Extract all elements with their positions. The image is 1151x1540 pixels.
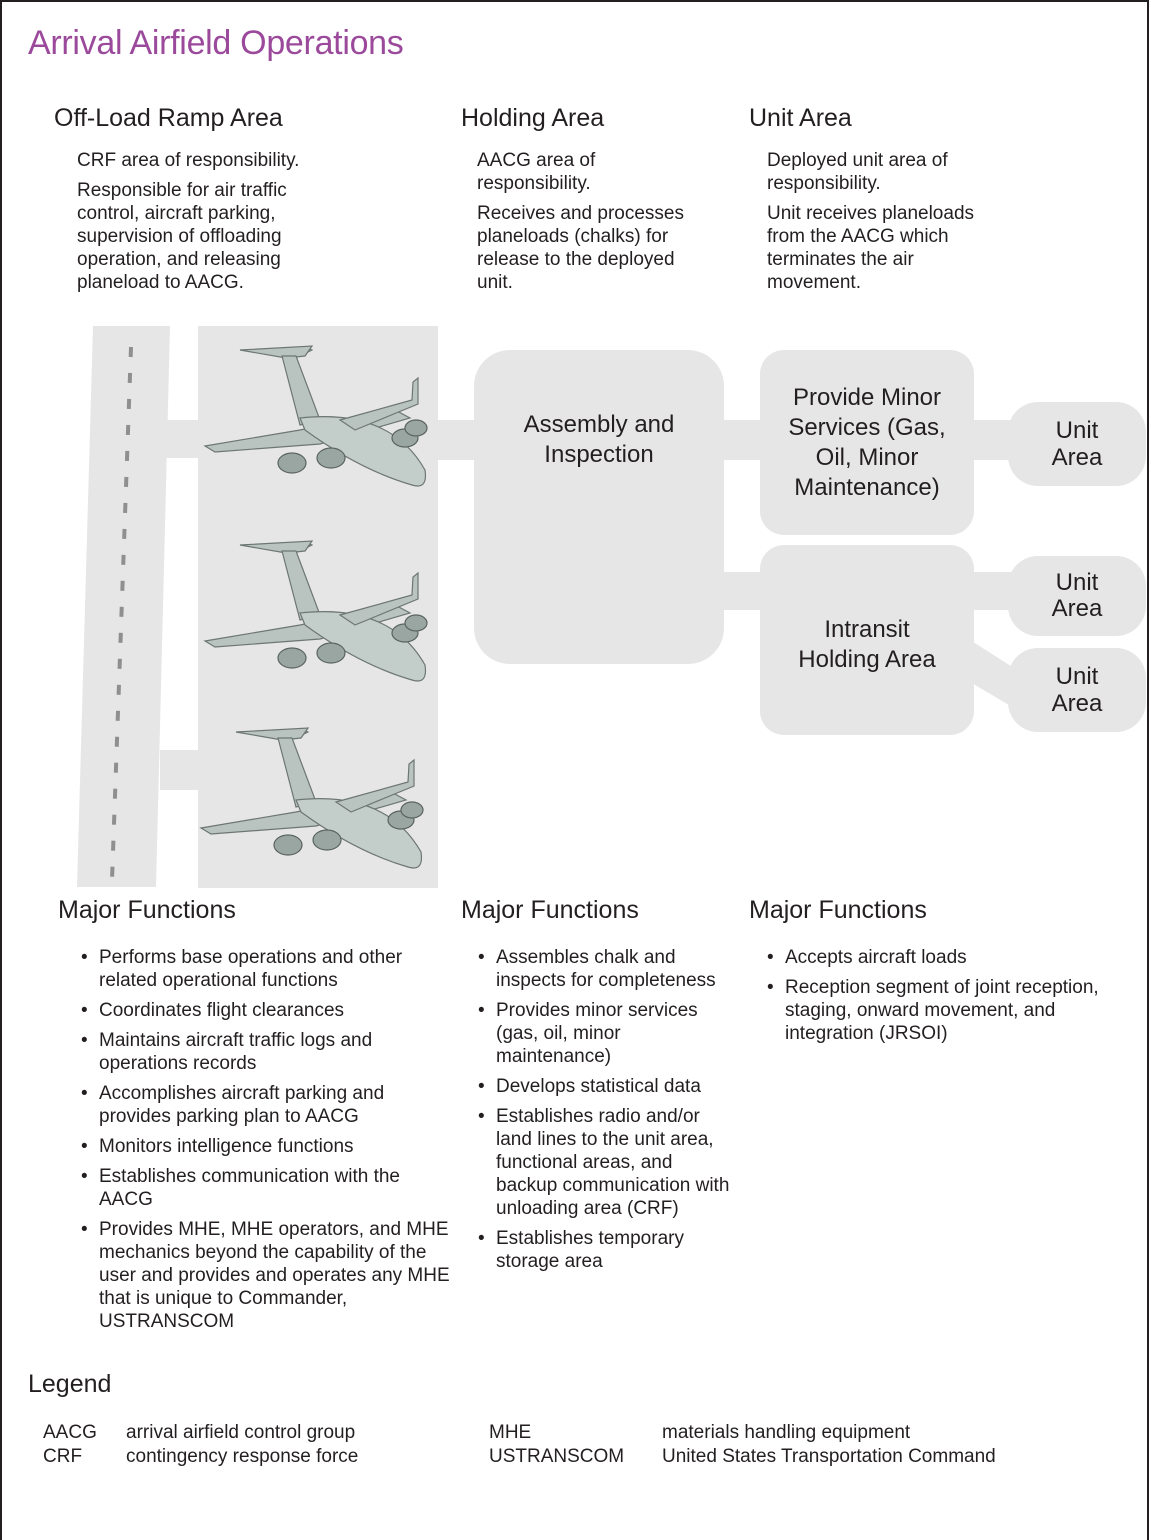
legend-abbr: MHE [489, 1422, 532, 1443]
ramp-to-assembly-connector [434, 420, 480, 460]
intransit-to-unit-connector [970, 640, 1014, 708]
unit-area-node-label: Unit Area [1051, 417, 1103, 471]
legend-meaning: materials handling equipment [662, 1422, 911, 1443]
runway [77, 326, 170, 887]
taxiway-connector [165, 420, 205, 458]
unit-area-node-2: Unit Area [1008, 556, 1146, 636]
list-item: Assembles chalk and inspects for complet… [476, 946, 734, 992]
unit-functions-heading: Major Functions [749, 896, 927, 924]
intransit-holding-label: Intransit Holding Area [798, 616, 936, 673]
legend-abbr: USTRANSCOM [489, 1446, 625, 1467]
list-item: Establishes temporary storage area [476, 1227, 734, 1273]
list-item: Coordinates flight clearances [79, 999, 455, 1022]
unit-area-description: Deployed unit area of responsibility. Un… [767, 149, 1007, 301]
offload-functions-heading: Major Functions [58, 896, 236, 924]
unit-area-responsibility: Deployed unit area of responsibility. [767, 150, 948, 194]
list-item: Performs base operations and other relat… [79, 946, 455, 992]
list-item: Establishes communication with the AACG [79, 1165, 455, 1211]
assembly-inspection-area: Assembly and Inspection [474, 350, 724, 664]
legend-abbr: CRF [43, 1446, 83, 1467]
list-item: Develops statistical data [476, 1075, 734, 1098]
holding-area-description: AACG area of responsibility. Receives an… [477, 149, 692, 301]
list-item: Reception segment of joint reception, st… [765, 976, 1143, 1045]
list-item: Accepts aircraft loads [765, 946, 1143, 969]
intransit-holding-area: Intransit Holding Area [760, 545, 974, 735]
minor-services-label: Provide Minor Services (Gas, Oil, Minor … [788, 383, 946, 501]
list-item: Establishes radio and/or land lines to t… [476, 1105, 734, 1220]
offload-ramp-heading: Off-Load Ramp Area [54, 104, 283, 132]
unit-area-duties: Unit receives planeloads from the AACG w… [767, 203, 975, 293]
assembly-inspection-label: Assembly and Inspection [523, 411, 675, 468]
unit-area-node-1: Unit Area [1008, 402, 1146, 486]
offload-ramp-duties: Responsible for air traffic control, air… [77, 180, 287, 293]
unit-area-node-3: Unit Area [1008, 648, 1146, 732]
page-title: Arrival Airfield Operations [28, 24, 404, 62]
legend-abbr: AACG [43, 1422, 97, 1443]
unit-area-node-label: Unit Area [1051, 663, 1103, 717]
legend-title: Legend [28, 1370, 112, 1398]
list-item: Monitors intelligence functions [79, 1135, 455, 1158]
aircraft-icon [203, 345, 428, 487]
holding-functions-list: Assembles chalk and inspects for complet… [476, 946, 734, 1280]
legend-meaning: arrival airfield control group [126, 1422, 356, 1443]
unit-area-node-label: Unit Area [1051, 569, 1103, 622]
unit-area-heading: Unit Area [749, 104, 852, 132]
unit-functions-list: Accepts aircraft loads Reception segment… [765, 946, 1143, 1052]
holding-functions-heading: Major Functions [461, 896, 639, 924]
intransit-to-unit-connector [970, 572, 1014, 610]
list-item: Maintains aircraft traffic logs and oper… [79, 1029, 455, 1075]
offload-ramp-description: CRF area of responsibility. Responsible … [77, 149, 327, 301]
legend-meaning: contingency response force [126, 1446, 359, 1467]
legend-meaning: United States Transportation Command [662, 1446, 996, 1467]
offload-ramp-responsibility: CRF area of responsibility. [77, 150, 300, 171]
taxiway-connector [160, 750, 205, 790]
minor-services-area: Provide Minor Services (Gas, Oil, Minor … [760, 350, 974, 535]
list-item: Provides minor services (gas, oil, minor… [476, 999, 734, 1068]
services-to-unit-connector [970, 420, 1014, 460]
offload-functions-list: Performs base operations and other relat… [79, 946, 455, 1340]
holding-area-duties: Receives and processes planeloads (chalk… [477, 203, 684, 293]
list-item: Provides MHE, MHE operators, and MHE mec… [79, 1218, 455, 1333]
holding-area-responsibility: AACG area of responsibility. [477, 150, 596, 194]
runway-centerline [110, 346, 133, 881]
list-item: Accomplishes aircraft parking and provid… [79, 1082, 455, 1128]
holding-area-heading: Holding Area [461, 104, 605, 132]
